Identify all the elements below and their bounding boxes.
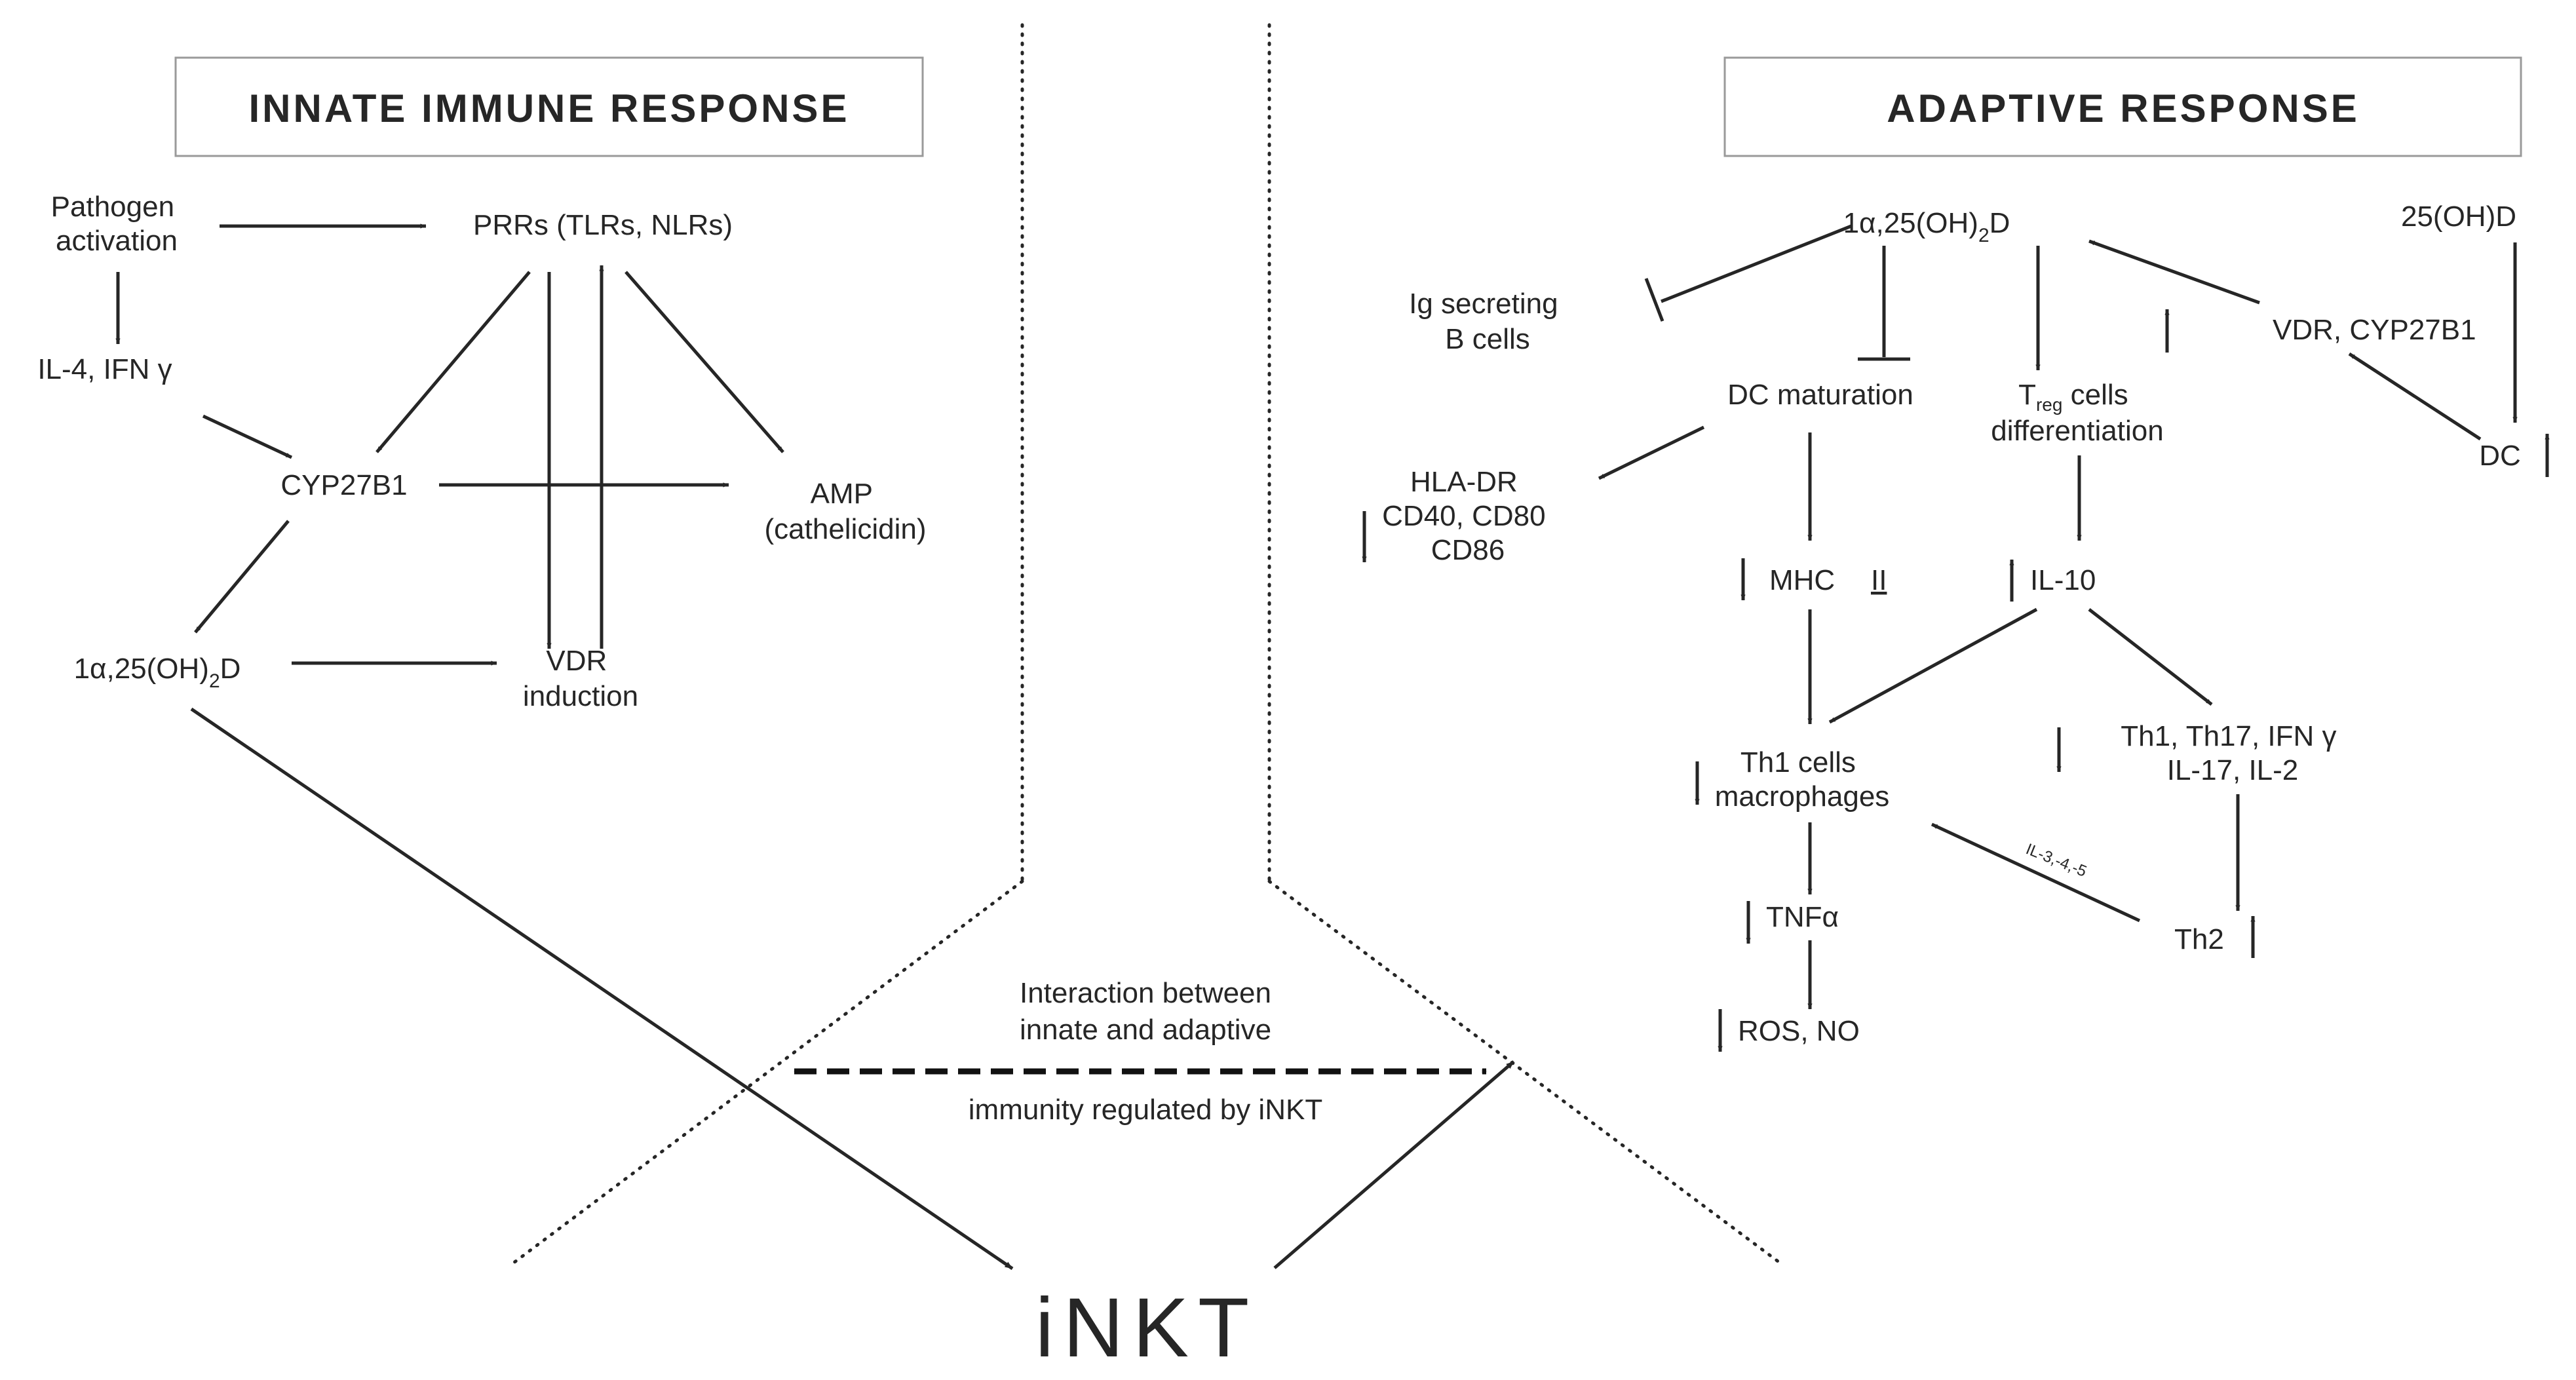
arrow-th2-to-th1 — [1931, 822, 2141, 923]
vdr-cyp-label: VDR, CYP27B1 — [2273, 314, 2476, 346]
th1-macrophages-label: Th1 cells macrophages — [1715, 746, 1890, 813]
inhibit-bar-ig — [1644, 278, 1664, 322]
adaptive-title-box: ADAPTIVE RESPONSE — [1723, 56, 2522, 157]
ros-no-label: ROS, NO — [1738, 1015, 1860, 1047]
mhc-label: MHC — [1769, 564, 1835, 596]
dc-maturation-label: DC maturation — [1727, 379, 1913, 411]
arrow-cyp-to-calcitriol — [194, 520, 290, 634]
right-divider-diagonal — [1267, 879, 1784, 1267]
mhc-numeral: II — [1871, 564, 1887, 596]
innate-title-box: INNATE IMMUNE RESPONSE — [174, 56, 924, 157]
amp-label: AMP (cathelicidin) — [765, 478, 927, 545]
dc-label: DC — [2479, 440, 2521, 472]
arrow-il10-to-th17 — [2088, 608, 2213, 706]
arrow-prrs-to-cyp — [375, 271, 531, 453]
th2-label: Th2 — [2174, 923, 2224, 955]
arrow-il10-to-th1 — [1828, 607, 2038, 724]
interaction-text-line1: Interaction between — [1020, 977, 1271, 1009]
arrow-dc-to-hla — [1598, 425, 1705, 480]
th17-label: Th1, Th17, IFN γ IL-17, IL-2 — [2121, 720, 2345, 786]
cyp27b1-label: CYP27B1 — [280, 469, 407, 501]
innate-title: INNATE IMMUNE RESPONSE — [249, 86, 850, 130]
arrow-inkt-to-adaptive — [1273, 1060, 1515, 1269]
arrow-dc-to-vdr — [2348, 352, 2482, 441]
section-dividers — [509, 23, 1784, 1267]
il345-label: IL-3,-4,-5 — [2024, 840, 2089, 881]
25ohd-label: 25(OH)D — [2401, 201, 2516, 233]
arrow-prrs-to-amp — [625, 271, 784, 453]
prrs-label: PRRs (TLRs, NLRs) — [473, 209, 733, 241]
pathogen-label: Pathogen activation — [51, 191, 183, 257]
tnf-label: TNFα — [1766, 901, 1839, 933]
arrow-vdr-to-calcitriol — [2088, 239, 2260, 305]
inhibit-ig-b-cells — [1661, 224, 1852, 303]
inkt-label: iNKT — [1035, 1281, 1258, 1375]
ig-secreting-label: Ig secreting B cells — [1409, 288, 1566, 355]
treg-label: Treg cells differentiation — [1991, 379, 2163, 447]
innate-arrows — [115, 223, 1014, 1271]
interaction-text-line2: innate and adaptive — [1020, 1014, 1271, 1046]
adaptive-calcitriol-label: 1α,25(OH)2D — [1843, 207, 2010, 246]
regulation-indicators — [1362, 309, 2550, 1052]
interaction-text-line3: immunity regulated by iNKT — [969, 1094, 1322, 1126]
adaptive-title: ADAPTIVE RESPONSE — [1887, 86, 2359, 130]
il10-label: IL-10 — [2030, 564, 2096, 596]
arrow-il4-to-cyp — [202, 414, 293, 459]
hla-dr-label: HLA-DR CD40, CD80 CD86 — [1382, 466, 1554, 566]
adaptive-arrows — [1273, 224, 2518, 1269]
left-divider-diagonal — [509, 879, 1024, 1267]
vdr-induction-label: VDR induction — [523, 645, 638, 712]
arrow-calcitriol-to-inkt — [190, 707, 1014, 1271]
innate-calcitriol-label: 1α,25(OH)2D — [74, 653, 241, 692]
il4-ifn-label: IL-4, IFN γ — [37, 353, 172, 385]
